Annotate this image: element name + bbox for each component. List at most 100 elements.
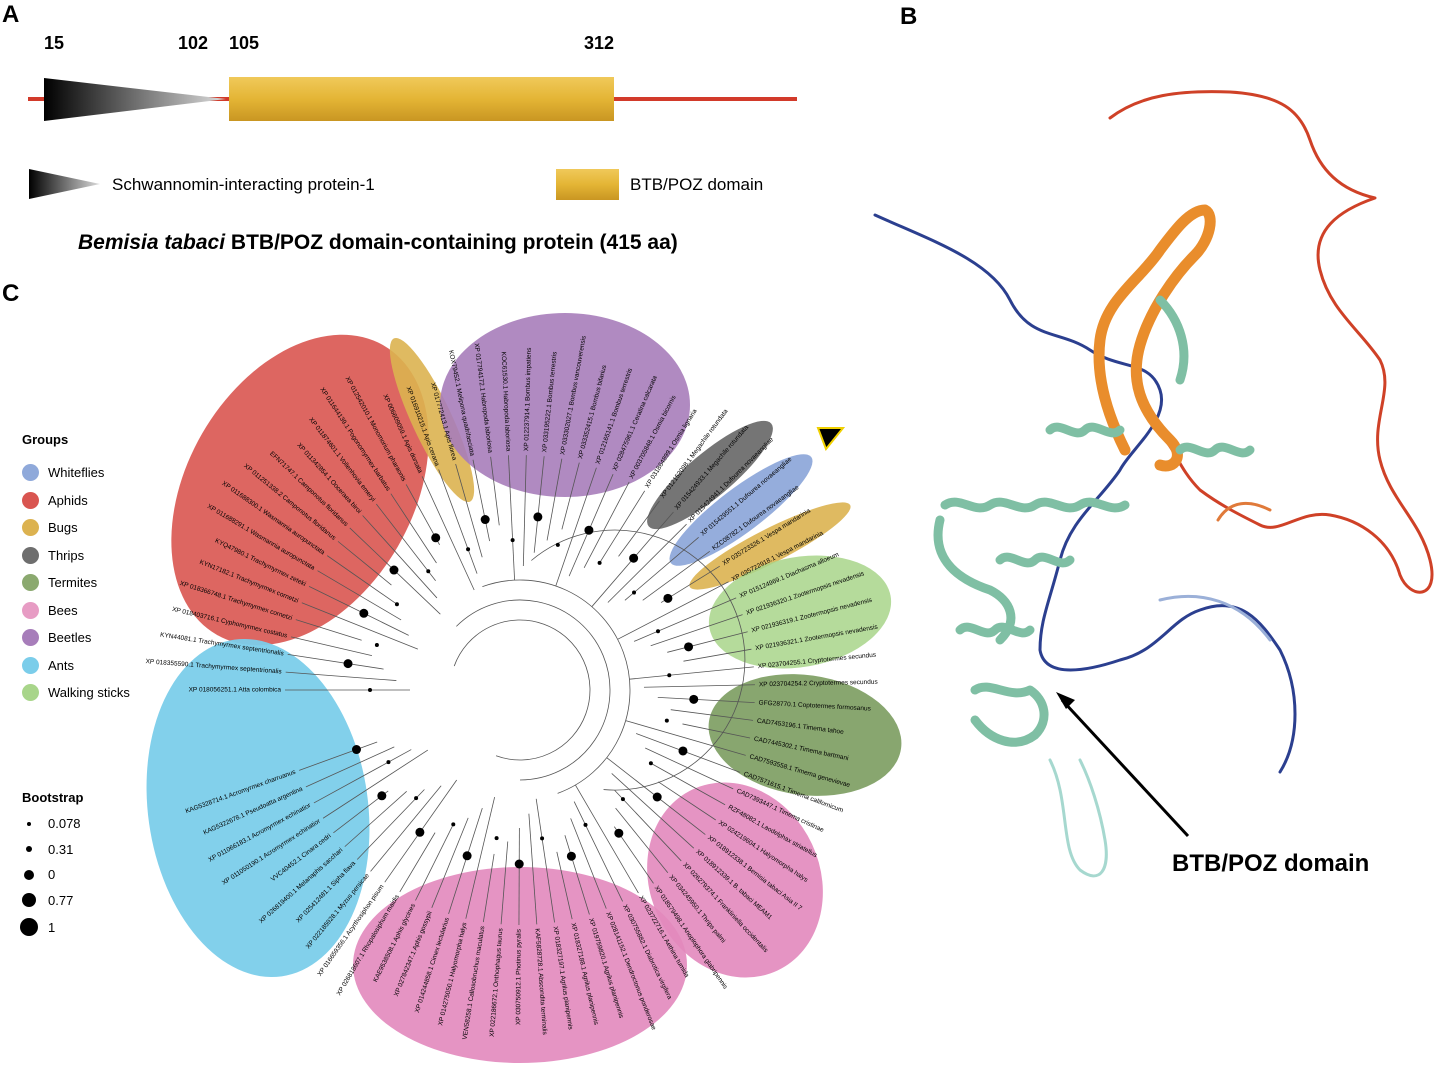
bootstrap-size-dot <box>20 918 38 936</box>
tree-branch <box>356 789 425 860</box>
bootstrap-node <box>451 822 456 827</box>
clade-ants <box>146 638 370 978</box>
groups-legend-item: Bees <box>22 601 78 619</box>
bootstrap-node <box>689 694 699 704</box>
tree-branch <box>650 614 743 647</box>
bootstrap-node <box>652 792 662 802</box>
groups-legend-item: Whiteflies <box>22 464 104 481</box>
group-label: Whiteflies <box>48 465 105 480</box>
bootstrap-node <box>597 560 602 565</box>
bootstrap-node <box>655 629 660 634</box>
bootstrap-legend-item: 0.078 <box>18 816 81 831</box>
tree-branch <box>375 503 436 582</box>
groups-legend-item: Ants <box>22 656 74 674</box>
bootstrap-node <box>426 569 431 574</box>
bootstrap-node <box>374 643 379 648</box>
group-label: Aphids <box>48 492 88 508</box>
tree-inner-arc <box>456 599 611 781</box>
tree-branch <box>448 808 483 915</box>
group-color-swatch <box>22 656 39 674</box>
tree-tip-label: XP 030750912.1 Photinus pyralis <box>515 928 522 1025</box>
position-312: 312 <box>584 33 615 53</box>
tree-branch <box>615 807 669 873</box>
bootstrap-nodes <box>343 512 699 869</box>
legend-sip-triangle <box>29 169 100 199</box>
group-color-swatch <box>22 546 39 564</box>
position-15: 15 <box>44 33 65 53</box>
tree-branch <box>546 458 563 541</box>
tree-tip-label: XP 012237914.1 Bombus impatiens <box>523 347 533 451</box>
tree-tip-label: KOC61530.1 Habropoda laboriosa <box>500 352 512 452</box>
tree-inner-arc <box>531 529 746 791</box>
group-color-swatch <box>22 491 39 509</box>
bootstrap-node <box>394 602 399 607</box>
bootstrap-legend-title: Bootstrap <box>22 790 84 805</box>
tree-branch <box>287 653 384 670</box>
group-label: Walking sticks <box>48 685 130 700</box>
bootstrap-node <box>389 565 399 575</box>
bootstrap-size-dot <box>22 893 36 907</box>
tree-branch <box>607 523 687 603</box>
bootstrap-legend-item: 0.31 <box>18 842 73 857</box>
clade-walking-sticks <box>708 555 892 669</box>
tree-branch <box>652 763 726 806</box>
tree-branch <box>670 709 754 721</box>
tree-branch <box>570 818 607 909</box>
tree-branch <box>305 746 395 788</box>
tree-branch <box>635 733 741 773</box>
legend-btb-label: BTB/POZ domain <box>630 175 764 194</box>
tree-branch <box>642 551 710 601</box>
bootstrap-node <box>540 836 545 841</box>
bootstrap-node <box>583 822 588 827</box>
tree-branch <box>629 666 754 680</box>
tree-branch <box>645 747 734 790</box>
position-105: 105 <box>229 33 260 53</box>
tree-branch <box>533 456 545 553</box>
tree-branch <box>555 467 597 587</box>
c-terminal-loop <box>1108 90 1434 594</box>
tree-branch <box>337 541 392 586</box>
bootstrap-size-dot <box>27 821 31 826</box>
tree-branch <box>564 835 590 915</box>
bootstrap-label: 0.77 <box>48 892 74 908</box>
tree-branch <box>625 720 746 756</box>
bootstrap-node <box>629 553 639 563</box>
bootstrap-node <box>494 836 499 841</box>
panel-a-title: Bemisia tabaci BTB/POZ domain-containing… <box>78 231 678 254</box>
bootstrap-node <box>343 659 353 669</box>
group-color-swatch <box>22 519 39 536</box>
panel-letter-b: B <box>900 3 918 30</box>
tree-branch <box>583 481 630 568</box>
tree-branch <box>600 490 646 562</box>
bootstrap-node <box>377 791 387 801</box>
legend-btb-box <box>556 169 619 200</box>
tree-branch <box>291 636 373 656</box>
group-label: Termites <box>48 575 98 590</box>
tree-tip-label: XP 018056251.1 Atta colombica <box>189 687 282 694</box>
helix-4 <box>955 622 1035 638</box>
bootstrap-node <box>663 593 673 603</box>
tree-branch <box>431 817 469 908</box>
bootstrap-node <box>351 745 361 755</box>
tree-branch <box>568 474 614 577</box>
bootstrap-node <box>678 746 688 756</box>
clade-bees-2 <box>353 867 687 1063</box>
group-color-swatch <box>22 684 39 701</box>
tree-branch <box>624 537 699 601</box>
bootstrap-node <box>566 851 576 861</box>
clade-bees-1 <box>647 782 823 978</box>
tree-branch <box>438 469 478 574</box>
btb-domain-arrow <box>1060 698 1190 838</box>
tree-branches <box>285 455 755 925</box>
btb-domain-arrowhead <box>1056 692 1075 709</box>
bootstrap-node <box>415 827 425 837</box>
clade-termites <box>708 674 902 796</box>
bootstrap-node <box>667 673 672 678</box>
tree-branch <box>317 570 402 621</box>
tree-branch <box>313 749 412 804</box>
tree-branch <box>390 493 437 564</box>
bootstrap-node <box>555 542 560 547</box>
tree-branch <box>633 597 737 642</box>
group-color-swatch <box>22 574 39 591</box>
